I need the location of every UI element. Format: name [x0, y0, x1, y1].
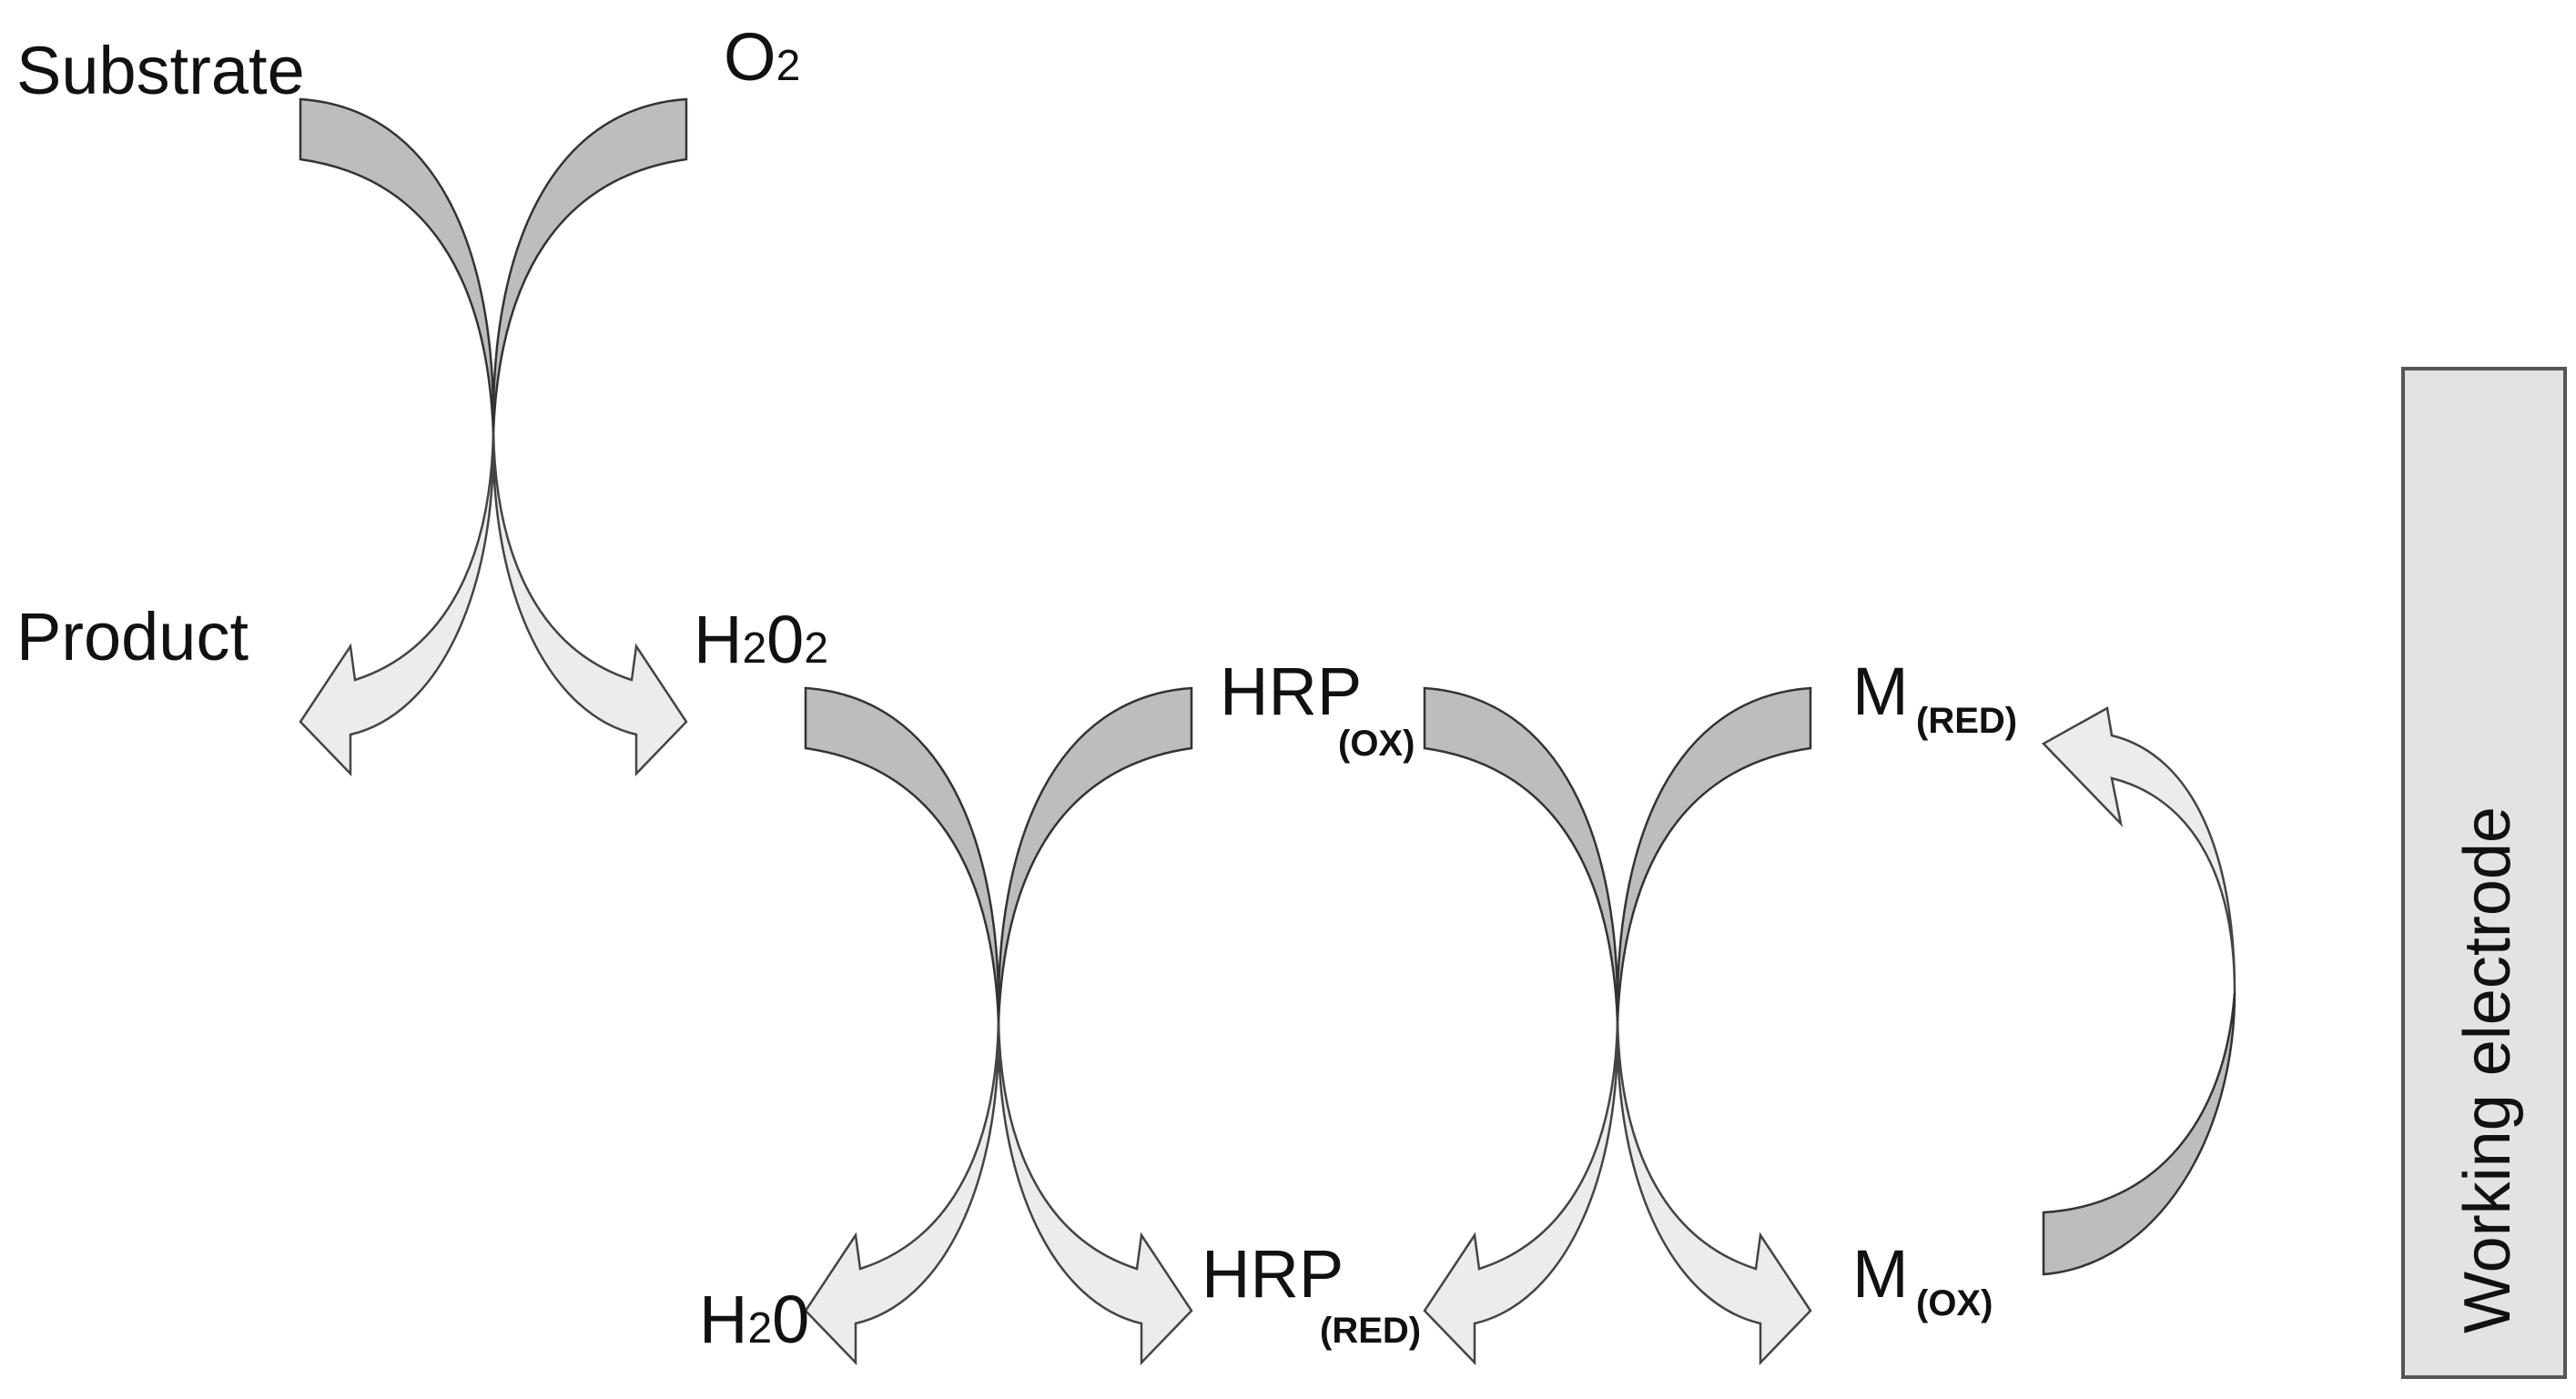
substrate-label: Substrate	[16, 33, 305, 108]
electrode-label: Working electrode	[2451, 806, 2524, 1333]
m-ox-to-electrode-band	[2042, 991, 2236, 1276]
m-ox-label: M	[1852, 1236, 1909, 1312]
reaction-cross-2	[804, 686, 1193, 1364]
electrode-to-m-red-arrow	[2041, 706, 2236, 993]
h2o2-label: H202	[694, 602, 828, 677]
hrp-ox-label: HRP	[1220, 654, 1362, 729]
hrp-red-label: HRP	[1202, 1236, 1344, 1312]
h2o-label: H20	[699, 1282, 809, 1357]
reaction-cross-3	[1423, 686, 1812, 1364]
m-red-subscript: (RED)	[1916, 701, 2017, 741]
electrode-rect	[2401, 367, 2567, 1379]
hrp-ox-subscript: (OX)	[1338, 724, 1415, 764]
hrp-ox-in-arrow	[997, 686, 1193, 1023]
hrp-red-out-arrow	[997, 1019, 1193, 1364]
substrate-in-arrow	[299, 97, 495, 434]
product-out-arrow	[299, 431, 495, 776]
hrp-ox-in-arrow-2	[1423, 686, 1619, 1023]
electrode-regeneration-arc	[2041, 706, 2236, 1276]
m-red-in-arrow	[1616, 686, 1812, 1023]
m-ox-subscript: (OX)	[1916, 1283, 1993, 1323]
product-label: Product	[16, 599, 248, 674]
m-ox-out-arrow	[1616, 1019, 1812, 1364]
hrp-red-subscript: (RED)	[1320, 1311, 1421, 1351]
h2o2-in-arrow	[804, 686, 1000, 1023]
m-red-label: M	[1852, 654, 1909, 729]
h2o-out-arrow	[804, 1019, 1000, 1364]
o2-label: O2	[724, 19, 800, 95]
working-electrode: Working electrode	[2401, 367, 2567, 1379]
o2-in-arrow	[492, 97, 688, 434]
hrp-red-out-arrow-2	[1423, 1019, 1619, 1364]
reaction-cross-1	[299, 97, 688, 776]
h2o2-out-arrow	[492, 431, 688, 776]
